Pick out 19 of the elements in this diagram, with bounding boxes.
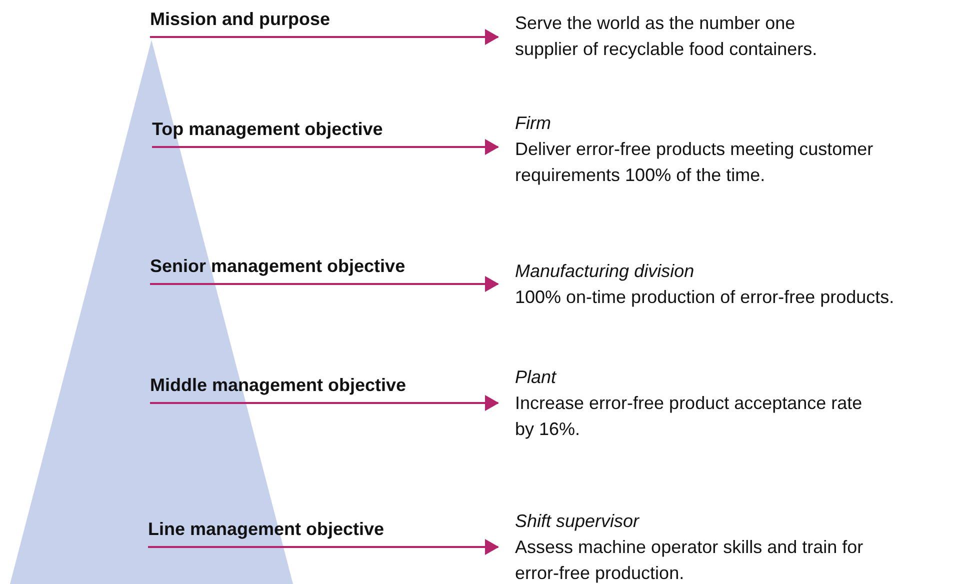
level-label: Mission and purpose — [150, 8, 330, 30]
arrow — [150, 29, 499, 45]
unit-heading: Manufacturing division — [515, 260, 696, 283]
arrow — [152, 139, 499, 155]
objective-text: Deliver error-free products meeting customer requirements 100% of the time. — [515, 138, 874, 187]
level-label: Middle management objective — [150, 374, 406, 396]
objective-text: Increase error-free product acceptance rate by 16%. — [515, 392, 864, 441]
objective-text: 100% on-time production of error-free products. — [515, 286, 896, 309]
unit-heading: Firm — [515, 112, 552, 135]
objective-text: Assess machine operator skills and train for error-free production. — [515, 536, 864, 584]
unit-heading: Shift supervisor — [515, 510, 640, 533]
unit-heading: Plant — [515, 366, 558, 389]
arrow — [148, 539, 499, 555]
level-label: Top management objective — [152, 118, 383, 140]
level-label: Line management objective — [148, 518, 384, 540]
level-label: Senior management objective — [150, 255, 406, 277]
arrow — [150, 395, 499, 411]
objective-text: Serve the world as the number one supplier of recyclable food containers. — [515, 12, 818, 61]
arrow — [150, 276, 499, 292]
